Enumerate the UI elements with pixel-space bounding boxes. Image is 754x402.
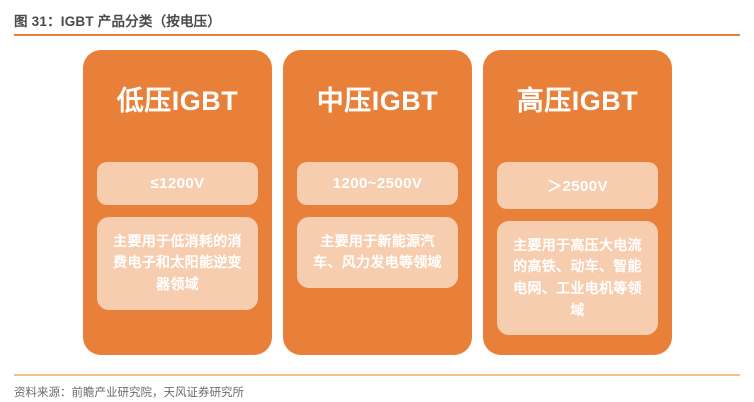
voltage-range-chip: 1200~2500V: [297, 161, 458, 205]
voltage-range-chip: ≤1200V: [97, 161, 258, 205]
title-divider-rule: [14, 34, 740, 36]
card-title: 高压IGBT: [516, 86, 639, 116]
figure-title: 图 31：IGBT 产品分类（按电压）: [14, 14, 222, 29]
figure-source: 资料来源：前瞻产业研究院，天风证券研究所: [14, 387, 244, 399]
card-description: 主要用于新能源汽车、风力发电等领域: [297, 216, 458, 289]
figure-title-row: 图 31：IGBT 产品分类（按电压）: [14, 9, 740, 31]
category-card-medium-voltage: 中压IGBT 1200~2500V 主要用于新能源汽车、风力发电等领域: [283, 50, 472, 355]
category-card-low-voltage: 低压IGBT ≤1200V 主要用于低消耗的消费电子和太阳能逆变器领域: [83, 50, 272, 355]
source-divider-rule: [14, 374, 740, 376]
card-description: 主要用于高压大电流的高铁、动车、智能电网、工业电机等领域: [497, 220, 658, 336]
voltage-range-chip: ＞2500V: [497, 161, 658, 209]
category-card-high-voltage: 高压IGBT ＞2500V 主要用于高压大电流的高铁、动车、智能电网、工业电机等…: [483, 50, 672, 355]
figure-source-row: 资料来源：前瞻产业研究院，天风证券研究所: [14, 383, 740, 401]
card-title: 中压IGBT: [316, 86, 439, 116]
card-description: 主要用于低消耗的消费电子和太阳能逆变器领域: [97, 216, 258, 310]
card-group: 低压IGBT ≤1200V 主要用于低消耗的消费电子和太阳能逆变器领域 中压IG…: [83, 50, 672, 355]
card-title: 低压IGBT: [116, 86, 239, 116]
